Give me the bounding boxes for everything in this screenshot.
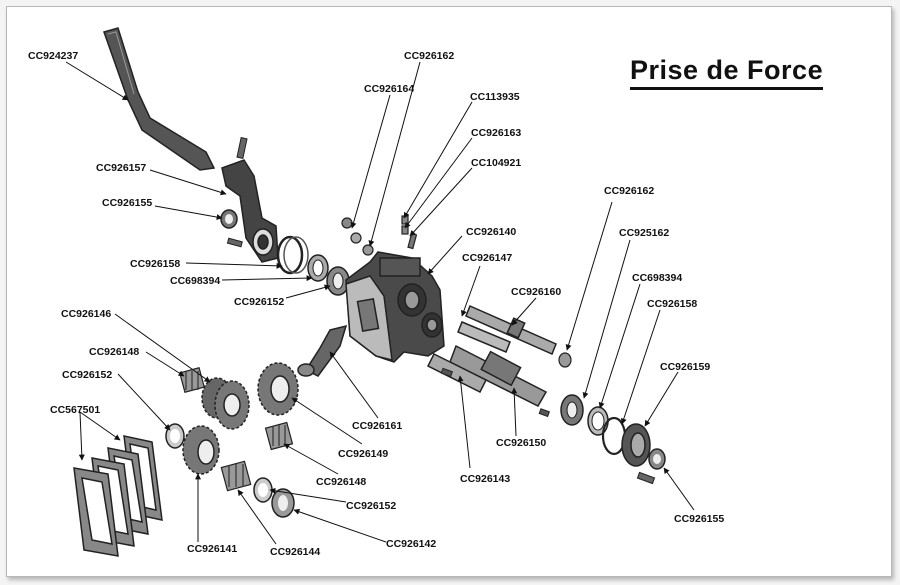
label-cc926162-top: CC926162 — [404, 50, 455, 62]
shaft-main — [449, 344, 548, 407]
pto-housing — [345, 251, 445, 363]
lever-arm — [103, 27, 216, 171]
label-cc926158-right: CC926158 — [647, 298, 698, 310]
label-cc924237: CC924237 — [28, 50, 79, 62]
label-cc926142: CC926142 — [386, 538, 437, 550]
label-cc113935: CC113935 — [470, 91, 520, 103]
label-cc926152-left: CC926152 — [62, 369, 113, 381]
label-cc926159: CC926159 — [660, 361, 711, 373]
label-cc926149: CC926149 — [338, 448, 389, 460]
shift-fork — [297, 324, 348, 377]
label-cc926155-left: CC926155 — [102, 197, 153, 209]
washer-left — [165, 423, 185, 449]
label-cc926146: CC926146 — [61, 308, 112, 320]
needle-bearing-left — [179, 367, 205, 393]
seal-right — [648, 448, 666, 470]
label-cc926152-mid: CC926152 — [234, 296, 285, 308]
bearing-cup-right — [587, 406, 609, 436]
bearing-cone-right — [560, 394, 584, 426]
shaft-short — [457, 321, 511, 353]
label-cc926144: CC926144 — [270, 546, 321, 558]
label-cc926143: CC926143 — [460, 473, 511, 485]
needle-bearing-bottom — [264, 421, 294, 451]
bearing-cup — [307, 254, 329, 282]
label-cc926148-bottom: CC926148 — [316, 476, 367, 488]
label-cc567501: CC567501 — [50, 404, 101, 416]
label-cc926158-left: CC926158 — [130, 258, 181, 270]
label-cc926147: CC926147 — [462, 252, 513, 264]
label-cc926148-left: CC926148 — [89, 346, 140, 358]
label-cc926160: CC926160 — [511, 286, 562, 298]
shaft-lower — [426, 352, 488, 394]
bolt-right — [636, 471, 656, 485]
small-parts-top — [341, 215, 418, 256]
roller-bearing — [326, 266, 350, 296]
small-pins — [440, 367, 551, 418]
snap-ring — [276, 235, 309, 275]
label-cc926141: CC926141 — [187, 543, 238, 555]
idler-gear — [182, 425, 220, 475]
label-cc698394-left: CC698394 — [170, 275, 221, 287]
label-cc926164: CC926164 — [364, 83, 415, 95]
gasket-set — [73, 435, 163, 557]
drive-gear — [257, 362, 299, 416]
washer-bottom — [253, 477, 273, 503]
label-cc926163: CC926163 — [471, 127, 522, 139]
leader-lines — [65, 61, 695, 545]
label-cc926155-right: CC926155 — [674, 513, 725, 525]
label-cc926140: CC926140 — [466, 226, 517, 238]
cover-cap — [621, 423, 651, 467]
label-cc698394-right: CC698394 — [632, 272, 683, 284]
pin — [236, 137, 248, 159]
cluster-gear — [201, 377, 250, 430]
label-cc926152-bottom: CC926152 — [346, 500, 397, 512]
label-cc926162-right: CC926162 — [604, 185, 655, 197]
bolt-small — [226, 237, 243, 248]
washer-small — [220, 209, 238, 229]
label-cc926150: CC926150 — [496, 437, 547, 449]
label-cc925162: CC925162 — [619, 227, 670, 239]
needle-bearing-gear — [220, 460, 252, 492]
nut-small — [558, 352, 572, 368]
diagram-title: Prise de Force — [630, 54, 824, 90]
label-cc104921: CC104921 — [471, 157, 522, 169]
label-cc926157: CC926157 — [96, 162, 147, 174]
spacer-bottom — [271, 488, 295, 518]
label-cc926161: CC926161 — [352, 420, 403, 432]
